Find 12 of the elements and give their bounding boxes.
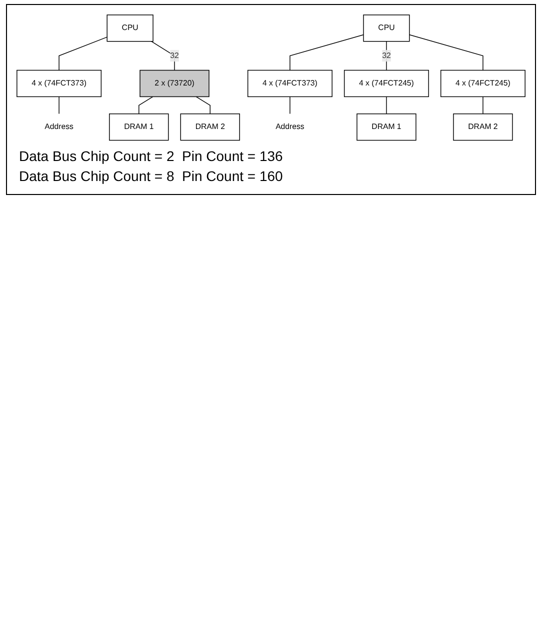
connector [58,36,108,71]
connector [482,96,484,114]
note-text: Data Bus Chip Count = 8 Pin Count = 160 [19,168,284,184]
connector [150,41,175,71]
connector [196,96,210,114]
connector [409,34,484,71]
connector [290,34,364,71]
connector [138,96,154,114]
connector [386,96,387,114]
connector [386,41,387,71]
note-text: Data Bus Chip Count = 2 Pin Count = 136 [19,148,284,164]
connector [58,96,60,114]
